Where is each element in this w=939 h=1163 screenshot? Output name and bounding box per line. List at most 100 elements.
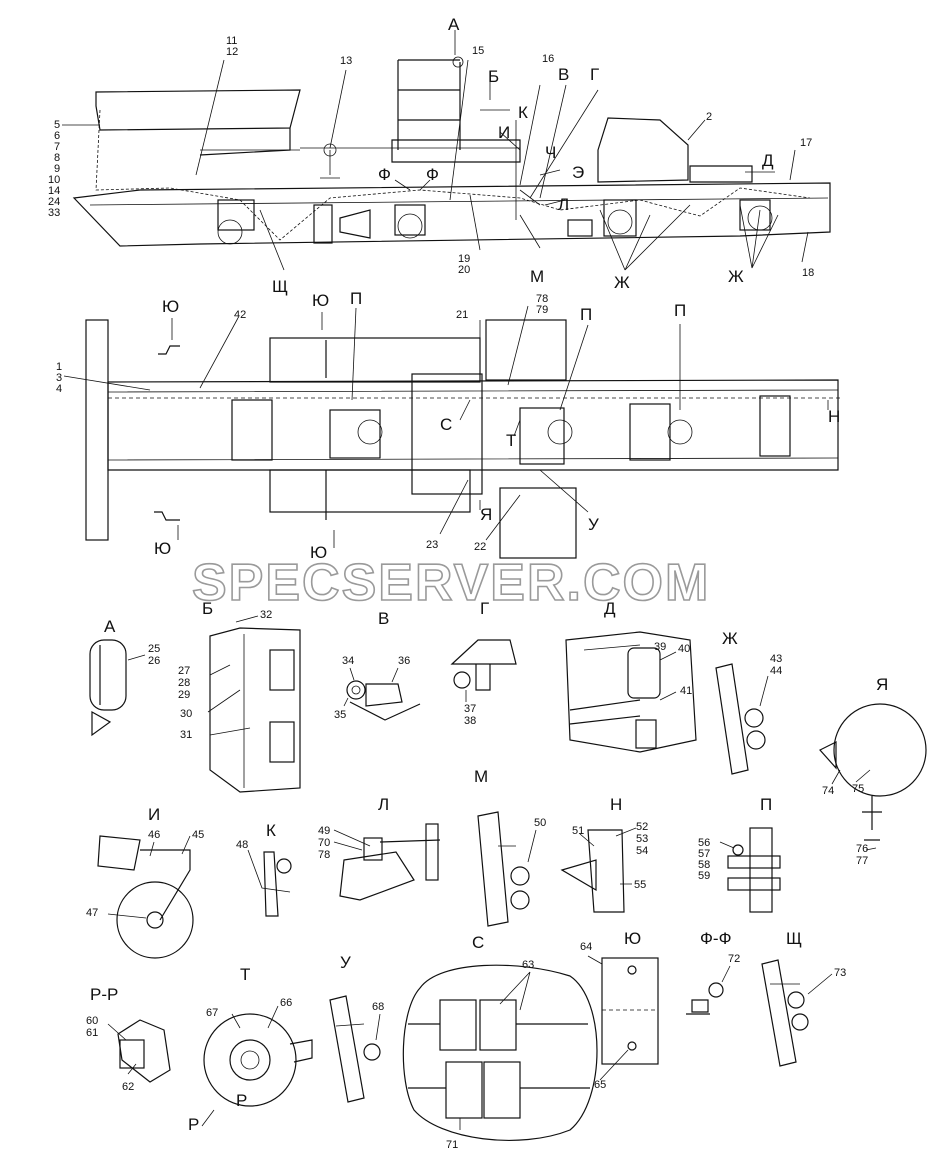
detail-l-num-1: 49 <box>318 825 330 837</box>
side-num-11: 8 <box>54 152 60 164</box>
side-letter-12: Л <box>558 195 569 214</box>
side-letter-6: Г <box>590 65 599 84</box>
detail-i: И 46 45 47 <box>86 805 204 959</box>
side-num-9: 6 <box>54 130 60 142</box>
detail-rr-title: Р-Р <box>90 985 118 1004</box>
detail-p-title: П <box>760 795 772 814</box>
side-num-1: 11 <box>226 35 237 47</box>
detail-s-title: С <box>472 933 484 952</box>
detail-d-title: Д <box>604 599 616 618</box>
detail-i-num-1: 46 <box>148 829 160 841</box>
detail-m-num-1: 50 <box>534 817 546 829</box>
detail-zh: Ж 43 44 <box>715 629 782 775</box>
detail-t-num-2: 66 <box>280 997 292 1009</box>
detail-m: М 50 <box>474 767 546 927</box>
plan-letter-3: П <box>350 289 362 308</box>
side-num-14: 14 <box>48 185 60 197</box>
detail-b-num-5: 30 <box>180 708 192 720</box>
detail-v-title: В <box>378 609 389 628</box>
detail-l-num-2: 70 <box>318 837 330 849</box>
detail-v-num-1: 34 <box>342 655 354 667</box>
detail-rr-num-3: 62 <box>122 1081 134 1093</box>
detail-n-num-2: 52 <box>636 821 648 833</box>
detail-u-num-1: 68 <box>372 1001 384 1013</box>
detail-yu-title: Ю <box>624 929 641 948</box>
side-letter-16: Щ <box>272 277 288 296</box>
detail-p-num-2: 57 <box>698 848 710 860</box>
detail-i-num-2: 45 <box>192 829 204 841</box>
plan-view-drawing <box>85 319 840 559</box>
detail-v-num-2: 36 <box>398 655 410 667</box>
plan-letter-12: Ю <box>310 543 327 562</box>
plan-num-3: 78 <box>536 293 548 305</box>
side-letter-13: М <box>530 267 544 286</box>
side-letter-9: Д <box>762 151 774 170</box>
detail-k-num-1: 48 <box>236 839 248 851</box>
detail-b-num-6: 31 <box>180 729 192 741</box>
side-view-letters: А Б К И В Г Ч Э Д Ф Ф Л М Ж Ж Щ <box>272 15 774 296</box>
detail-sch: Щ 73 <box>761 929 846 1067</box>
side-letter-3: К <box>518 103 528 122</box>
plan-letter-2: Ю <box>312 291 329 310</box>
detail-p-num-3: 58 <box>698 859 710 871</box>
side-view-drawing <box>72 56 831 247</box>
side-num-16: 33 <box>48 207 60 219</box>
side-num-18: 20 <box>458 264 470 276</box>
plan-num-6: 3 <box>56 372 62 384</box>
detail-m-title: М <box>474 767 488 786</box>
plan-letter-10: У <box>588 515 599 534</box>
detail-n-title: Н <box>610 795 622 814</box>
detail-rr-num-1: 60 <box>86 1015 98 1027</box>
detail-l-num-3: 78 <box>318 849 330 861</box>
detail-g: Г 37 38 <box>450 599 517 727</box>
side-view-leaders <box>62 30 809 271</box>
detail-n-num-4: 54 <box>636 845 648 857</box>
detail-yu: Ю 64 65 <box>580 929 659 1091</box>
detail-ff: Ф-Ф 72 <box>686 929 740 1015</box>
side-letter-11: Ф <box>426 165 439 184</box>
detail-b-title: Б <box>202 599 213 618</box>
plan-num-7: 4 <box>56 383 62 395</box>
detail-zh-num-1: 43 <box>770 653 782 665</box>
plan-letter-6: С <box>440 415 452 434</box>
side-letter-8: Э <box>572 163 584 182</box>
detail-k: К 48 <box>236 821 292 917</box>
detail-rr: Р-Р 60 61 62 <box>86 985 171 1093</box>
plan-num-4: 79 <box>536 304 548 316</box>
detail-l-title: Л <box>378 795 389 814</box>
detail-i-num-3: 47 <box>86 907 98 919</box>
detail-ya: Я 74 75 76 77 <box>819 675 927 867</box>
detail-p-num-4: 59 <box>698 870 710 882</box>
detail-yu-num-1: 64 <box>580 941 592 953</box>
detail-i-title: И <box>148 805 160 824</box>
detail-zh-title: Ж <box>722 629 738 648</box>
detail-p: П 56 57 58 59 <box>698 795 781 913</box>
detail-b-num-4: 29 <box>178 689 190 701</box>
detail-sch-num-1: 73 <box>834 967 846 979</box>
detail-v: В 34 36 35 <box>334 609 421 721</box>
plan-view-numbers: 42 21 78 79 1 3 4 23 22 <box>56 293 548 553</box>
detail-ya-num-3: 76 <box>856 843 868 855</box>
side-num-8: 5 <box>54 119 60 131</box>
side-letter-14: Ж <box>614 273 630 292</box>
plan-letter-8: Н <box>828 407 840 426</box>
detail-a: А 25 26 <box>89 617 160 737</box>
detail-sch-title: Щ <box>786 929 802 948</box>
detail-g-title: Г <box>480 599 489 618</box>
detail-l: Л 49 70 78 <box>318 795 441 901</box>
detail-a-num-1: 25 <box>148 643 160 655</box>
plan-num-8: 23 <box>426 539 438 551</box>
plan-letter-5: П <box>674 301 686 320</box>
detail-t: Т 67 66 Р Р <box>188 965 313 1134</box>
side-num-5: 13 <box>340 55 352 67</box>
side-num-3: 15 <box>472 45 484 57</box>
side-num-17: 19 <box>458 253 470 265</box>
detail-s-num-1: 63 <box>522 959 534 971</box>
side-num-12: 9 <box>54 163 60 175</box>
detail-ya-num-2: 75 <box>852 783 864 795</box>
detail-g-num-2: 38 <box>464 715 476 727</box>
detail-a-num-2: 26 <box>148 655 160 667</box>
detail-k-title: К <box>266 821 276 840</box>
detail-ya-title: Я <box>876 675 888 694</box>
